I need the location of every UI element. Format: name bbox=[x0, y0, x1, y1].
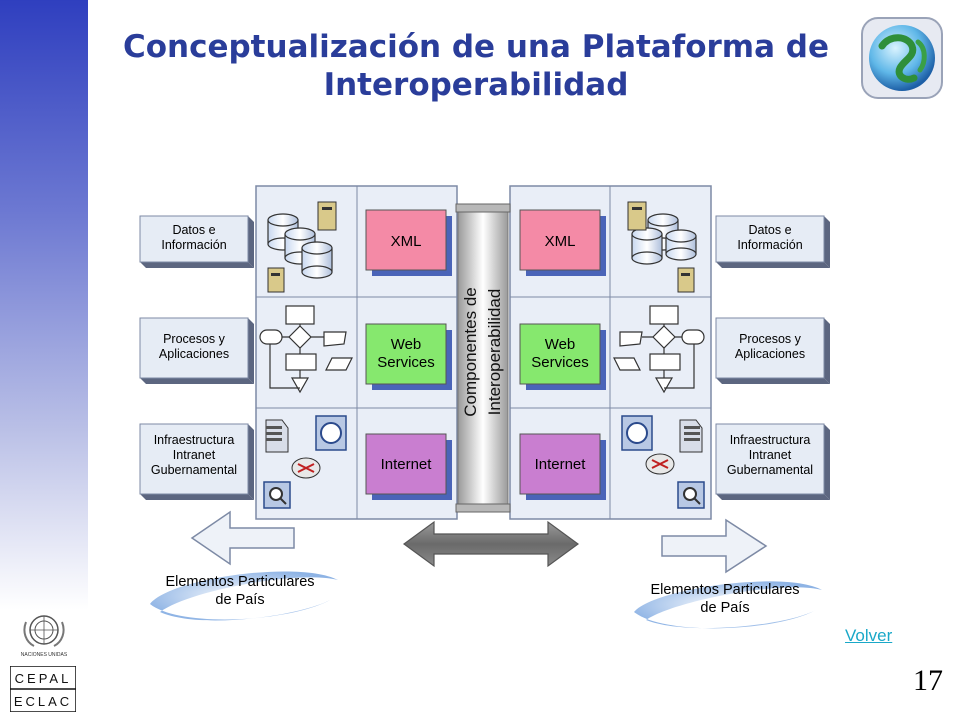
left-caption: Elementos Particulares de País bbox=[150, 571, 338, 621]
un-caption: NACIONES UNIDAS bbox=[21, 652, 68, 658]
label-line: Infraestructura bbox=[730, 433, 811, 447]
router-icon bbox=[291, 457, 321, 479]
title-line-2: Interoperabilidad bbox=[323, 67, 629, 103]
router-icon bbox=[645, 453, 675, 475]
label-line: Services bbox=[531, 354, 589, 371]
label-line: Aplicaciones bbox=[735, 347, 805, 361]
label-line: Información bbox=[161, 238, 226, 252]
label-line: Información bbox=[737, 238, 802, 252]
server-icon bbox=[627, 201, 695, 293]
flowchart-icon bbox=[259, 305, 353, 394]
label-line: Web bbox=[545, 336, 576, 353]
tech-box-internet-left: Internet bbox=[365, 433, 452, 500]
tech-label: Internet bbox=[535, 456, 587, 473]
caption-line-1: Elementos Particulares bbox=[165, 574, 314, 590]
label-line: Gubernamental bbox=[727, 463, 813, 477]
un-emblem-icon: NACIONES UNIDAS bbox=[21, 615, 68, 658]
database-icon bbox=[267, 213, 333, 279]
database-icon bbox=[631, 213, 697, 265]
right-caption: Elementos Particulares de País bbox=[634, 581, 822, 629]
cepal-logo-icon: CEPAL ECLAC bbox=[10, 666, 76, 712]
eclac-text: ECLAC bbox=[14, 694, 72, 709]
center-label-line-2: Interoperabilidad bbox=[485, 289, 504, 416]
tech-label: Internet bbox=[381, 456, 433, 473]
network-icon bbox=[263, 415, 347, 509]
globe-logo-icon bbox=[861, 17, 943, 99]
label-line: Infraestructura bbox=[154, 433, 235, 447]
label-line: Datos e bbox=[172, 223, 215, 237]
caption-line-2: de País bbox=[700, 600, 749, 616]
label-line: Aplicaciones bbox=[159, 347, 229, 361]
label-line: Intranet bbox=[749, 448, 792, 462]
center-interoperability-bar: Componentes de Interoperabilidad bbox=[455, 203, 511, 513]
label-line: Services bbox=[377, 354, 435, 371]
tech-box-xml-right: XML bbox=[519, 209, 606, 276]
label-line: Intranet bbox=[173, 448, 216, 462]
server-icon bbox=[267, 201, 337, 293]
label-line: Procesos y bbox=[739, 332, 802, 346]
caption-line-2: de País bbox=[215, 592, 264, 608]
tech-box-internet-right: Internet bbox=[519, 433, 606, 500]
tech-box-xml-left: XML bbox=[365, 209, 452, 276]
left-arrow-icon bbox=[190, 510, 295, 566]
title-line-1: Conceptualización de una Plataforma de bbox=[122, 29, 830, 65]
sidebar-gradient bbox=[0, 0, 88, 610]
tech-label: XML bbox=[391, 233, 422, 250]
label-line: Procesos y bbox=[163, 332, 226, 346]
cepal-text: CEPAL bbox=[15, 671, 72, 686]
caption-line-1: Elementos Particulares bbox=[650, 582, 799, 598]
flowchart-icon bbox=[613, 305, 705, 394]
double-arrow-icon bbox=[402, 520, 580, 568]
label-line: Web bbox=[391, 336, 422, 353]
label-line: Datos e bbox=[748, 223, 791, 237]
label-line: Gubernamental bbox=[151, 463, 237, 477]
right-arrow-icon bbox=[661, 518, 768, 574]
center-label-line-1: Componentes de bbox=[461, 287, 480, 416]
network-icon bbox=[621, 415, 705, 509]
page-number: 17 bbox=[913, 664, 943, 697]
page-title: Conceptualización de una Plataforma de I… bbox=[96, 28, 856, 104]
tech-label: XML bbox=[545, 233, 576, 250]
volver-link[interactable]: Volver bbox=[845, 626, 893, 645]
